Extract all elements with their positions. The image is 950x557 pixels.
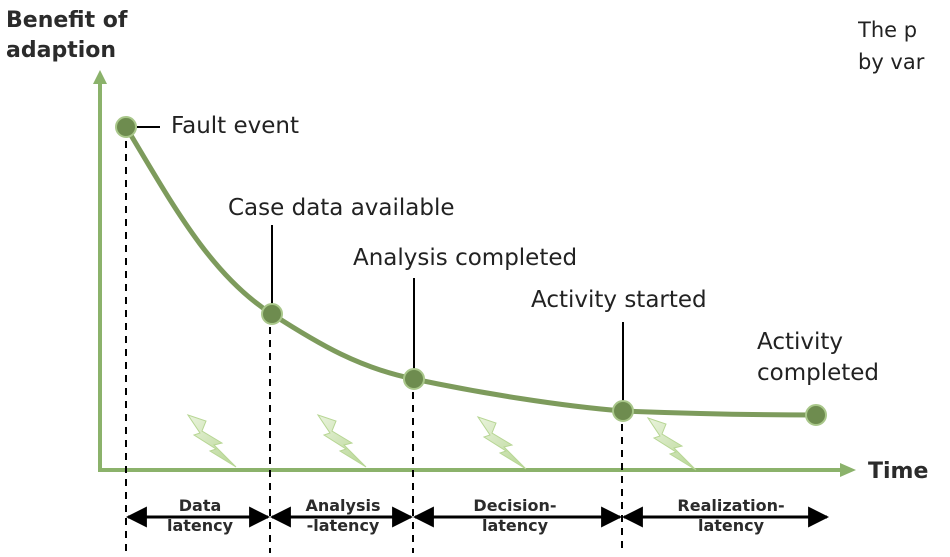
description-line: by var bbox=[858, 50, 925, 74]
event-label-fault: Fault event bbox=[171, 113, 300, 139]
latency-label-line: latency bbox=[166, 516, 234, 535]
event-label-analysis: Analysis completed bbox=[353, 245, 578, 271]
description-line: The p bbox=[858, 18, 918, 42]
latency-label-line: -latency bbox=[306, 516, 380, 535]
latency-label-line: latency bbox=[697, 516, 765, 535]
latency-label-line: Analysis bbox=[305, 496, 381, 515]
latency-label-line: Decision- bbox=[473, 496, 557, 515]
latency-label-line: Realization- bbox=[677, 496, 785, 515]
event-label-line: completed bbox=[757, 360, 880, 386]
y-axis-label: Benefit of adaption bbox=[6, 6, 127, 66]
lightning-icon bbox=[316, 414, 367, 468]
point-fault-event bbox=[115, 116, 137, 138]
x-axis-label: Time bbox=[868, 459, 929, 484]
lightning-icon bbox=[476, 416, 527, 470]
event-label-activity-started: Activity started bbox=[531, 287, 707, 313]
latency-label-realization: Realization- latency bbox=[646, 496, 816, 536]
cropped-description-text: The p by var bbox=[858, 14, 950, 78]
lightning-icon bbox=[186, 414, 237, 468]
point-activity-completed bbox=[805, 404, 827, 426]
point-analysis-completed bbox=[403, 368, 425, 390]
point-case-data bbox=[261, 303, 283, 325]
latency-label-decision: Decision- latency bbox=[455, 496, 575, 536]
x-axis-arrow bbox=[840, 463, 856, 477]
event-label-case-data: Case data available bbox=[228, 195, 455, 221]
lightning-icon bbox=[646, 417, 697, 471]
point-activity-started bbox=[612, 400, 634, 422]
y-axis-label-line: adaption bbox=[6, 38, 117, 63]
event-label-line: Activity bbox=[757, 329, 844, 355]
y-axis-arrow bbox=[93, 70, 107, 84]
event-label-activity-completed: Activity completed bbox=[757, 327, 879, 389]
latency-label-analysis: Analysis -latency bbox=[290, 496, 396, 536]
y-axis-label-line: Benefit of bbox=[6, 8, 128, 33]
latency-label-line: Data bbox=[178, 496, 222, 515]
latency-label-data: Data latency bbox=[152, 496, 248, 536]
latency-label-line: latency bbox=[481, 516, 549, 535]
